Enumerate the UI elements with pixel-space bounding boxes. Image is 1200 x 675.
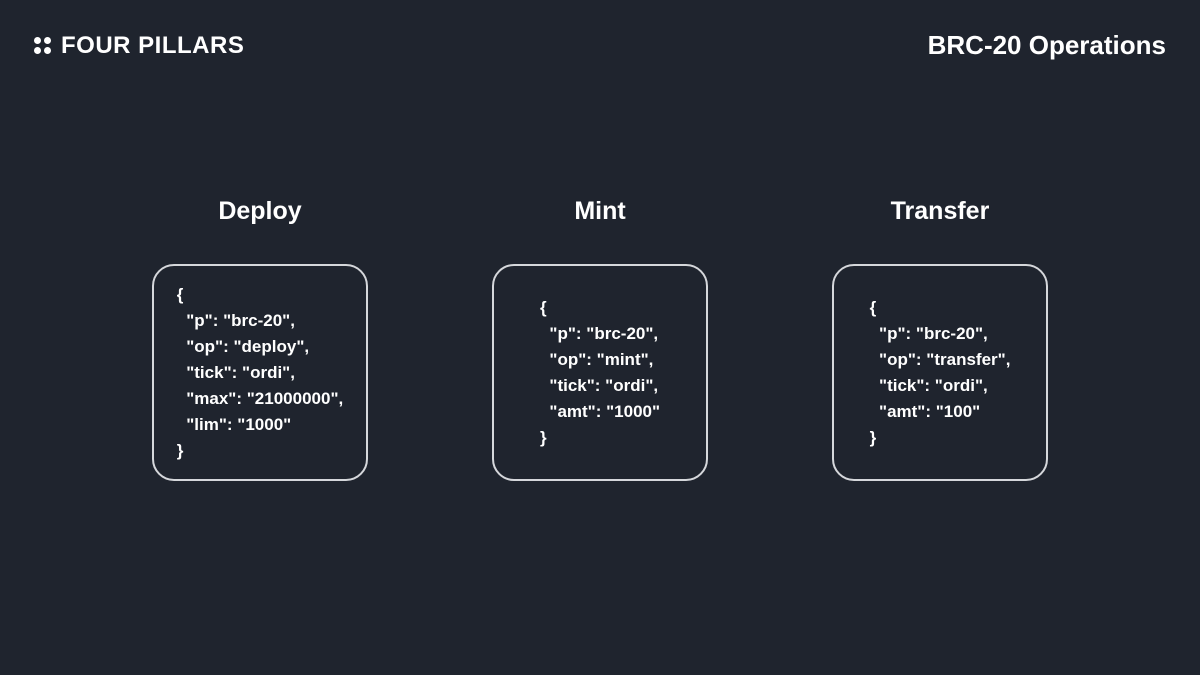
code-box-mint: { "p": "brc-20", "op": "mint", "tick": "…	[492, 264, 708, 481]
column-transfer: Transfer { "p": "brc-20", "op": "transfe…	[832, 196, 1048, 481]
column-title-transfer: Transfer	[890, 197, 990, 225]
json-code-mint: { "p": "brc-20", "op": "mint", "tick": "…	[539, 297, 661, 447]
page-title: BRC-20 Operations	[927, 30, 1166, 60]
column-title-deploy: Deploy	[218, 197, 302, 225]
four-dots-icon	[34, 37, 51, 54]
column-mint: Mint { "p": "brc-20", "op": "mint", "tic…	[492, 196, 708, 481]
json-code-deploy: { "p": "brc-20", "op": "deploy", "tick":…	[176, 284, 344, 460]
column-title-mint: Mint	[574, 197, 626, 225]
four-pillars-logo: FOUR PILLARS	[34, 32, 244, 60]
logo-text: FOUR PILLARS	[61, 31, 245, 59]
operations-row: Deploy { "p": "brc-20", "op": "deploy", …	[0, 196, 1200, 481]
code-box-transfer: { "p": "brc-20", "op": "transfer", "tick…	[832, 264, 1048, 481]
column-deploy: Deploy { "p": "brc-20", "op": "deploy", …	[152, 196, 368, 481]
top-bar: FOUR PILLARS BRC-20 Operations	[34, 30, 1166, 61]
code-box-deploy: { "p": "brc-20", "op": "deploy", "tick":…	[152, 264, 368, 481]
json-code-transfer: { "p": "brc-20", "op": "transfer", "tick…	[869, 297, 1011, 447]
